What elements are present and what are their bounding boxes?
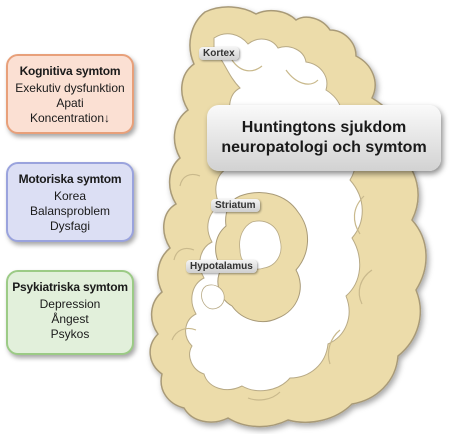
motor-symptom-item: Balansproblem: [29, 204, 111, 218]
title-line-2: neuropatologi och symtom: [221, 139, 427, 156]
psychiatric-symptom-item: Depression: [39, 297, 101, 311]
brain-nuclei-core: [239, 220, 282, 270]
cognitive-symptom-item: Koncentration↓: [29, 111, 111, 125]
psychiatric-symptom-item: Psykos: [50, 327, 90, 341]
psychiatric-symptoms-title: Psykiatriska symtom: [12, 280, 128, 294]
region-label-cortex: Kortex: [199, 47, 239, 60]
brain-sulci: [171, 59, 373, 401]
region-label-striatum: Striatum: [211, 199, 260, 212]
motor-symptom-item: Dysfagi: [49, 219, 90, 233]
title-line-1: Huntingtons sjukdom: [241, 119, 407, 136]
psychiatric-symptoms-box: Psykiatriska symtom Depression Ångest Ps…: [6, 270, 134, 355]
psychiatric-symptom-item: Ångest: [51, 312, 89, 326]
diagram-title-box: Huntingtons sjukdom neuropatologi och sy…: [207, 105, 441, 171]
motor-symptoms-title: Motoriska symtom: [18, 172, 122, 186]
motor-symptoms-box: Motoriska symtom Korea Balansproblem Dys…: [6, 162, 134, 242]
motor-symptom-item: Korea: [53, 189, 87, 203]
cognitive-symptom-item: Apati: [56, 96, 84, 110]
brain-ventricle: [201, 284, 225, 310]
cognitive-symptom-item: Exekutiv dysfunktion: [15, 81, 125, 95]
cognitive-symptoms-box: Kognitiva symtom Exekutiv dysfunktion Ap…: [6, 54, 134, 134]
region-label-hypothalamus: Hypotalamus: [186, 260, 257, 273]
cognitive-symptoms-title: Kognitiva symtom: [19, 64, 121, 78]
